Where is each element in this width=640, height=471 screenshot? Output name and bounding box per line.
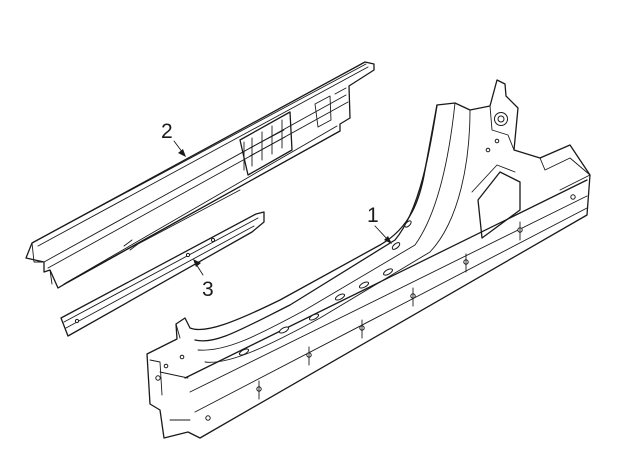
svg-text:2: 2 xyxy=(161,120,173,143)
part-3-strip[interactable] xyxy=(60,211,265,337)
callout-1: 1 xyxy=(367,204,392,244)
callout-2: 2 xyxy=(161,120,186,157)
part-1-rocker-panel[interactable] xyxy=(146,79,591,439)
svg-text:1: 1 xyxy=(367,204,379,227)
svg-text:3: 3 xyxy=(202,278,214,301)
callout-3: 3 xyxy=(193,259,214,301)
part-2-reinforcement[interactable] xyxy=(25,61,375,289)
